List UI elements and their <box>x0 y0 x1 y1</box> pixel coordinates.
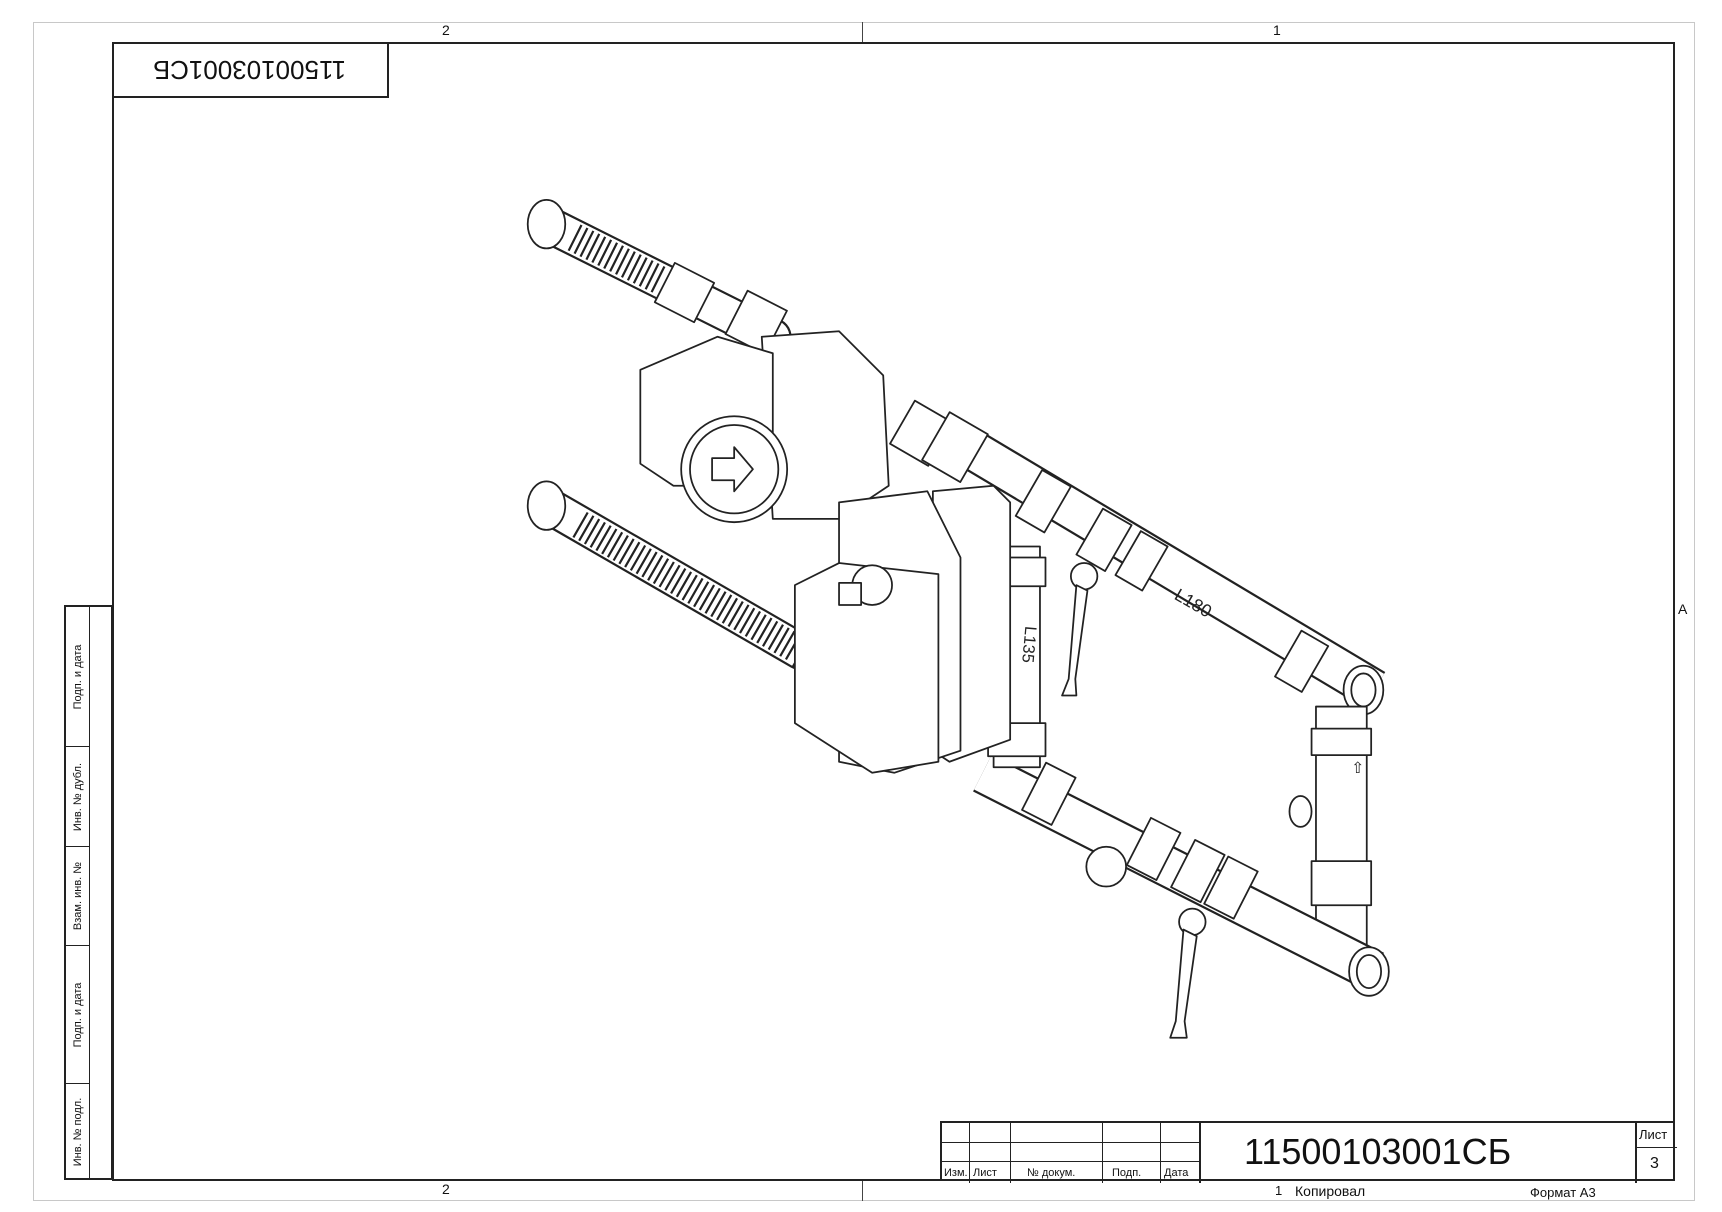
side-stamp-strip: Подп. и дата Инв. № дубл. Взам. инв. № П… <box>64 605 113 1180</box>
lower-pipe <box>973 754 1390 997</box>
column-date: Дата <box>1164 1167 1189 1179</box>
strip-cell: Подп. и дата <box>66 607 90 747</box>
lower-flex-hose <box>526 480 820 671</box>
title-block: Изм. Лист № докум. Подп. Дата 1150010300… <box>940 1121 1677 1183</box>
svg-text:⇧: ⇧ <box>1351 760 1364 777</box>
column-list: Лист <box>973 1167 997 1179</box>
format-label: Формат А3 <box>1530 1185 1596 1200</box>
pipe-label-l135: L135 <box>1018 625 1040 663</box>
zone-bottom-2: 2 <box>442 1181 450 1197</box>
zone-divider <box>862 22 863 42</box>
upper-pipe-l180: L180 <box>938 418 1386 716</box>
zone-top-2: 2 <box>442 22 450 38</box>
upper-flex-hose <box>526 198 792 356</box>
sheet-label: Лист <box>1639 1127 1668 1142</box>
zone-top-1: 1 <box>1273 22 1281 38</box>
copied-mark: 1 <box>1275 1183 1283 1198</box>
column-doc-number: № докум. <box>1027 1167 1076 1179</box>
ball-valve-handle <box>1169 907 1207 1039</box>
rotated-designation-stamp: 11500103001СБ <box>112 42 389 98</box>
copied-label: Копировал <box>1295 1183 1366 1199</box>
zone-divider <box>862 1181 863 1201</box>
column-izm: Изм. <box>944 1167 968 1179</box>
sheet-number: 3 <box>1650 1155 1659 1172</box>
strip-cell: Инв. № дубл. <box>66 747 90 847</box>
flow-arrow-icon <box>711 446 754 493</box>
sheet-outer-border <box>33 22 1695 1201</box>
zone-right-a: A <box>1678 601 1688 617</box>
sheet-frame <box>112 42 1675 1181</box>
circulation-pump <box>639 330 989 524</box>
right-vertical-pipe: ⇧ <box>1288 705 1373 956</box>
ball-valve-handle <box>1061 562 1099 697</box>
mixing-valve-actuator <box>793 484 1012 774</box>
column-signature: Подп. <box>1112 1167 1142 1179</box>
document-designation: 11500103001СБ <box>1244 1131 1512 1172</box>
strip-cell: Подп. и дата <box>66 946 90 1084</box>
strip-cell: Инв. № подл. <box>66 1084 90 1180</box>
strip-cell: Взам. инв. № <box>66 847 90 946</box>
